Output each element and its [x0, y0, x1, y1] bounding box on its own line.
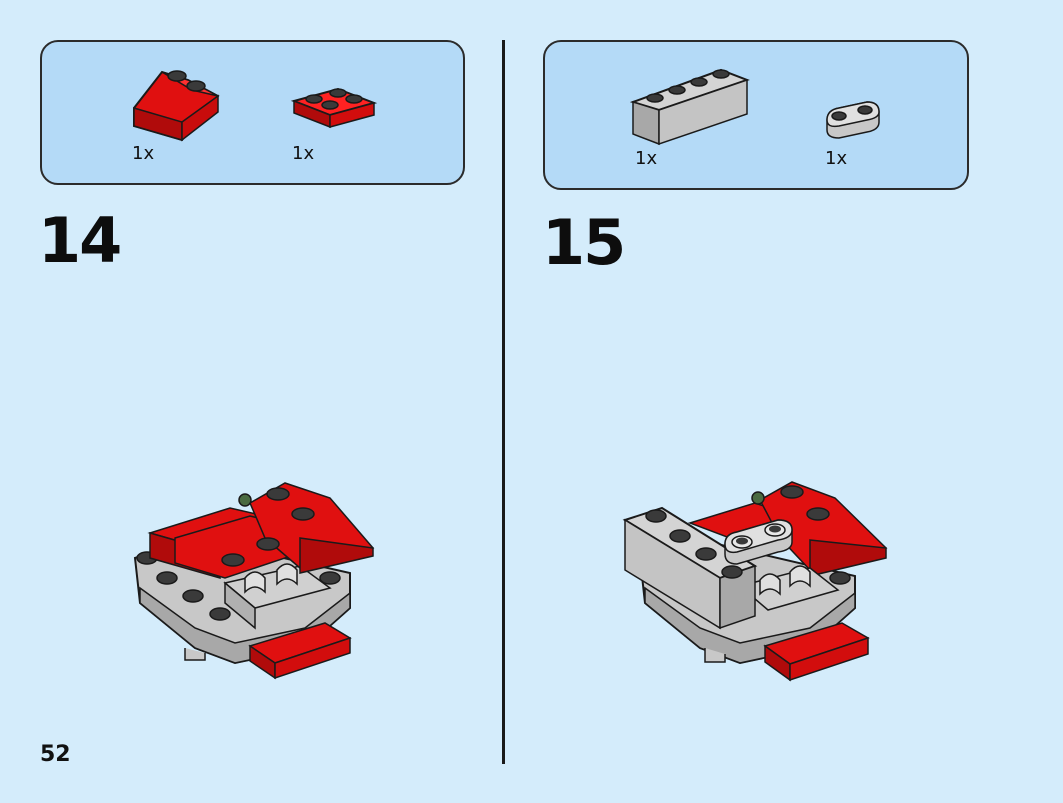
grey-clip-plate — [738, 565, 840, 611]
grey-plate-1x2-icon — [826, 101, 880, 139]
grey-brick-1x4-icon — [629, 68, 750, 146]
red-tail-tile — [763, 622, 870, 682]
step-14-part-2-quantity: 1x — [292, 143, 315, 164]
step-14-parts-box: 1x 1x — [40, 40, 465, 185]
red-plate-2x2-icon — [290, 87, 378, 129]
step-15-part-2-quantity: 1x — [825, 148, 848, 169]
step-14-number: 14 — [38, 204, 122, 277]
grey-plate-1x2-placed — [724, 519, 793, 565]
step-15-assembly-model — [622, 481, 888, 682]
red-slope-brick-icon — [133, 70, 220, 142]
step-14-assembly-model — [133, 482, 375, 680]
red-body-bricks — [147, 482, 375, 579]
grey-clip-plate — [223, 563, 332, 630]
step-15-parts-box: 1x 1x — [543, 40, 969, 190]
page-number: 52 — [40, 742, 71, 767]
step-15-part-1-quantity: 1x — [635, 148, 658, 169]
step-14-part-1-quantity: 1x — [132, 143, 155, 164]
step-divider — [502, 40, 505, 764]
grey-brick-1x4-placed — [622, 506, 758, 630]
red-tail-tile — [248, 622, 352, 680]
red-body-bricks — [687, 481, 888, 577]
step-15-number: 15 — [542, 206, 626, 279]
